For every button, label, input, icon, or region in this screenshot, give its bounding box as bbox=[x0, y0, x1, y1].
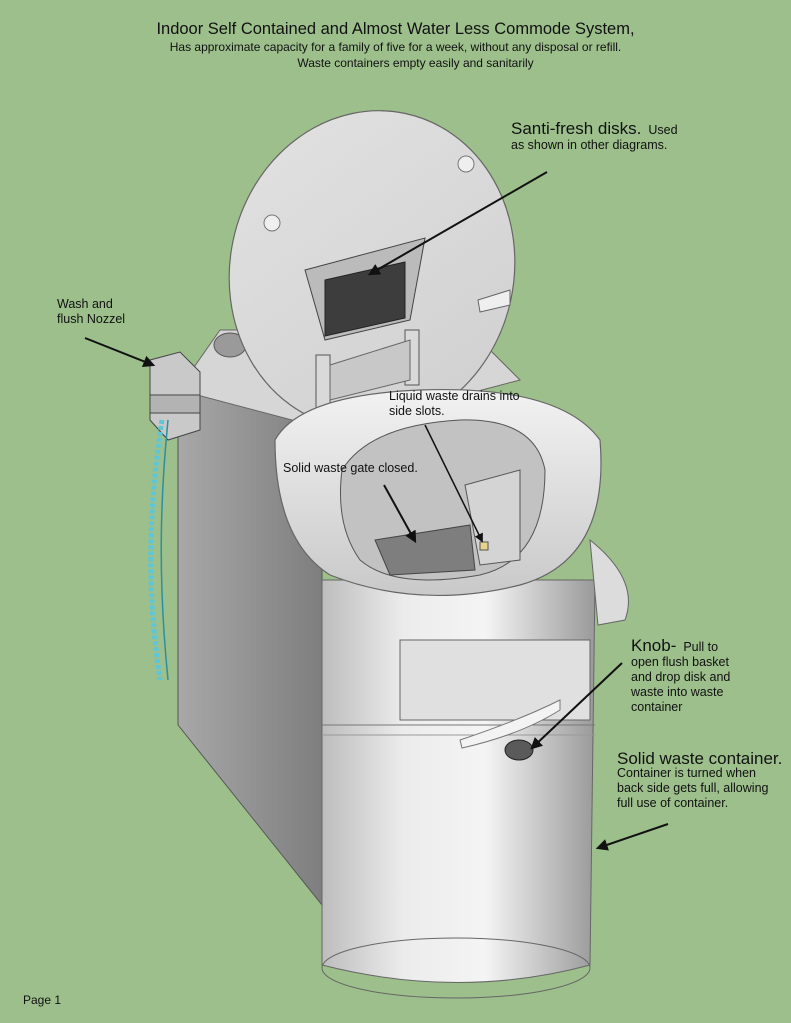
disks-tail: Used bbox=[648, 123, 678, 137]
knob-line-2: open flush basket bbox=[631, 655, 729, 669]
liquid-line-2: side slots. bbox=[389, 404, 445, 418]
knob-line-4: waste into waste bbox=[631, 685, 724, 699]
subtitle-line-2: Waste containers empty easily and sanita… bbox=[297, 56, 534, 70]
arrow-knob bbox=[530, 662, 623, 750]
callout-disks: Santi-fresh disks. Used as shown in othe… bbox=[511, 119, 678, 153]
side-handle bbox=[477, 289, 511, 313]
callout-gate: Solid waste gate closed. bbox=[283, 461, 418, 476]
lid-bracket bbox=[329, 339, 411, 401]
knob-plate bbox=[459, 699, 561, 749]
cylinder-base bbox=[321, 937, 591, 999]
container-line-4: full use of container. bbox=[617, 796, 729, 810]
liquid-line-1: Liquid waste drains into bbox=[389, 389, 520, 403]
gate bbox=[374, 524, 476, 576]
callout-container: Solid waste container. Container is turn… bbox=[617, 749, 783, 811]
knob-heading: Knob- bbox=[631, 636, 677, 655]
nozzle-line-1: Wash and bbox=[57, 297, 113, 311]
container-line-2: Container is turned when bbox=[617, 766, 756, 780]
hose bbox=[148, 419, 165, 681]
page-number: Page 1 bbox=[23, 993, 62, 1007]
hinge-left bbox=[315, 354, 331, 411]
disks-heading: Santi-fresh disks. bbox=[511, 119, 642, 138]
nozzle-line-2: flush Nozzel bbox=[57, 312, 126, 326]
disks-line-2: as shown in other diagrams. bbox=[511, 138, 668, 152]
page-title: Indoor Self Contained and Almost Water L… bbox=[156, 20, 635, 38]
arrow-container bbox=[595, 823, 669, 851]
gate-text: Solid waste gate closed. bbox=[283, 461, 418, 475]
hose-inner bbox=[160, 419, 169, 681]
arrow-nozzle bbox=[84, 337, 156, 368]
knob-tail: Pull to bbox=[683, 640, 719, 654]
flush-basket-door bbox=[399, 639, 591, 721]
arrow-gate bbox=[383, 484, 417, 544]
nozzle-clip bbox=[149, 394, 201, 414]
lid-bump-right bbox=[457, 155, 475, 173]
callout-liquid: Liquid waste drains into side slots. bbox=[389, 389, 520, 419]
knob bbox=[504, 739, 534, 761]
container-line-3: back side gets full, allowing bbox=[617, 781, 769, 795]
callout-nozzle: Wash and flush Nozzel bbox=[57, 297, 125, 327]
lid-bump-left bbox=[263, 214, 281, 232]
arrow-disks bbox=[367, 171, 548, 276]
container-heading: Solid waste container. bbox=[617, 749, 783, 768]
right-tray bbox=[589, 538, 629, 626]
arrow-liquid bbox=[424, 424, 483, 543]
knob-line-5: container bbox=[631, 700, 683, 714]
slot-marker bbox=[479, 541, 489, 551]
subtitle-line-1: Has approximate capacity for a family of… bbox=[169, 40, 622, 54]
callout-knob: Knob- Pull to open flush basket and drop… bbox=[631, 636, 731, 715]
knob-line-3: and drop disk and bbox=[631, 670, 731, 684]
